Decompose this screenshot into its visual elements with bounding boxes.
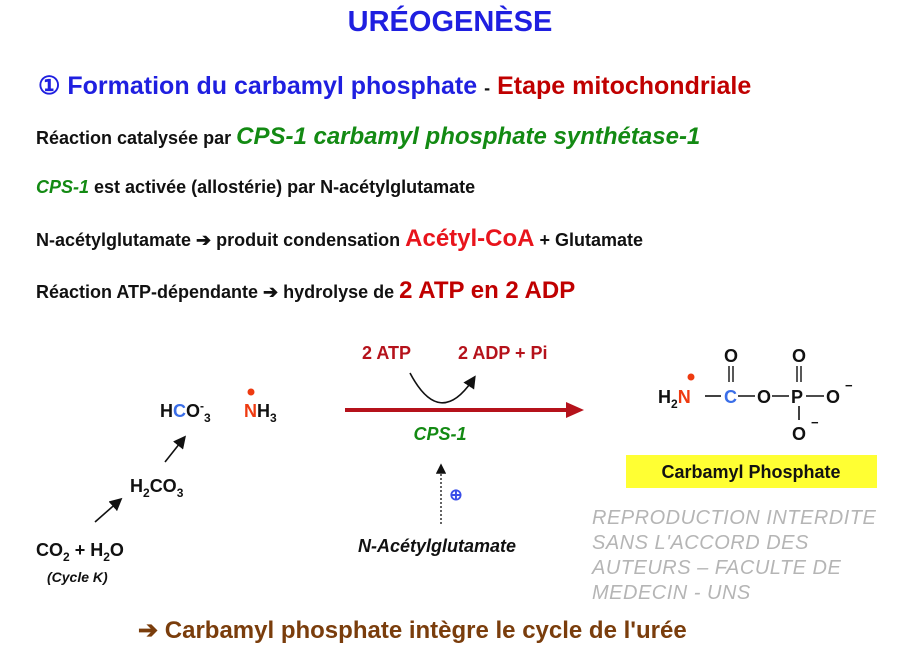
activator-label: N-Acétylglutamate: [358, 536, 516, 556]
step-number: ①: [38, 72, 60, 100]
line-text: N-acétylglutamate ➔ produit condensation: [36, 230, 400, 250]
enzyme-label: CPS-1: [413, 424, 466, 444]
watermark: REPRODUCTION INTERDITE SANS L'ACCORD DES…: [592, 507, 877, 604]
bicarbonate: HCO-3: [160, 399, 211, 425]
svg-text:O: O: [792, 424, 806, 444]
co2-water: CO2 + H2O: [36, 540, 124, 564]
enzyme-name: CPS-1 carbamyl phosphate synthétase-1: [236, 123, 700, 150]
line-text: Réaction catalysée par: [36, 128, 231, 148]
adp-out-label: 2 ADP + Pi: [458, 343, 548, 363]
line-atp: Réaction ATP-dépendante ➔ hydrolyse de 2…: [36, 277, 575, 304]
line-catalysis: Réaction catalysée par CPS-1 carbamyl ph…: [36, 123, 700, 150]
svg-text:O: O: [792, 346, 806, 366]
svg-text:O: O: [724, 346, 738, 366]
nitrogen-dot: [687, 373, 695, 381]
svg-text:O: O: [757, 387, 771, 407]
arrow-icon: [164, 435, 186, 463]
cycle-k-label: (Cycle K): [47, 569, 108, 585]
acetyl-coa: Acétyl-CoA: [405, 225, 534, 252]
arrow-head-icon: [566, 402, 584, 418]
product-label-box: [626, 455, 877, 488]
svg-text:O: O: [826, 387, 840, 407]
nitrogen-dot: [247, 388, 255, 396]
svg-text:H2N: H2N: [658, 387, 691, 411]
enzyme-abbrev: CPS-1: [36, 177, 89, 197]
heading-separator: -: [484, 78, 490, 98]
positive-effector-icon: ⊕: [449, 487, 462, 504]
line-text: + Glutamate: [540, 230, 644, 250]
arrow-icon: [94, 497, 123, 523]
svg-text:−: −: [845, 378, 853, 393]
atp-curve-arrow: [409, 372, 476, 404]
svg-text:−: −: [811, 415, 819, 430]
line-text: est activée (allostérie) par N-acétylglu…: [94, 177, 475, 197]
carbonic-acid: H2CO3: [130, 476, 184, 500]
slide-title: URÉOGENÈSE: [348, 4, 553, 38]
svg-text:P: P: [791, 387, 803, 407]
heading-text: Formation du carbamyl phosphate: [67, 72, 477, 100]
carbamyl-phosphate-structure: H2N C O P O − O O O −: [658, 346, 853, 444]
heading-stage: Etape mitochondriale: [497, 72, 751, 100]
line-condensation: N-acétylglutamate ➔ produit condensation…: [36, 225, 643, 252]
atp-in-label: 2 ATP: [362, 343, 411, 363]
conclusion: ➔ Carbamyl phosphate intègre le cycle de…: [138, 617, 687, 644]
line-text: Réaction ATP-dépendante ➔ hydrolyse de: [36, 282, 394, 302]
svg-text:C: C: [724, 387, 737, 407]
atp-adp: 2 ATP en 2 ADP: [399, 277, 575, 304]
ammonia: NH3: [244, 401, 277, 425]
section-heading: ① Formation du carbamyl phosphate - Etap…: [38, 72, 751, 100]
line-activation: CPS-1 est activée (allostérie) par N-acé…: [36, 177, 475, 197]
product-label: Carbamyl Phosphate: [661, 462, 840, 482]
